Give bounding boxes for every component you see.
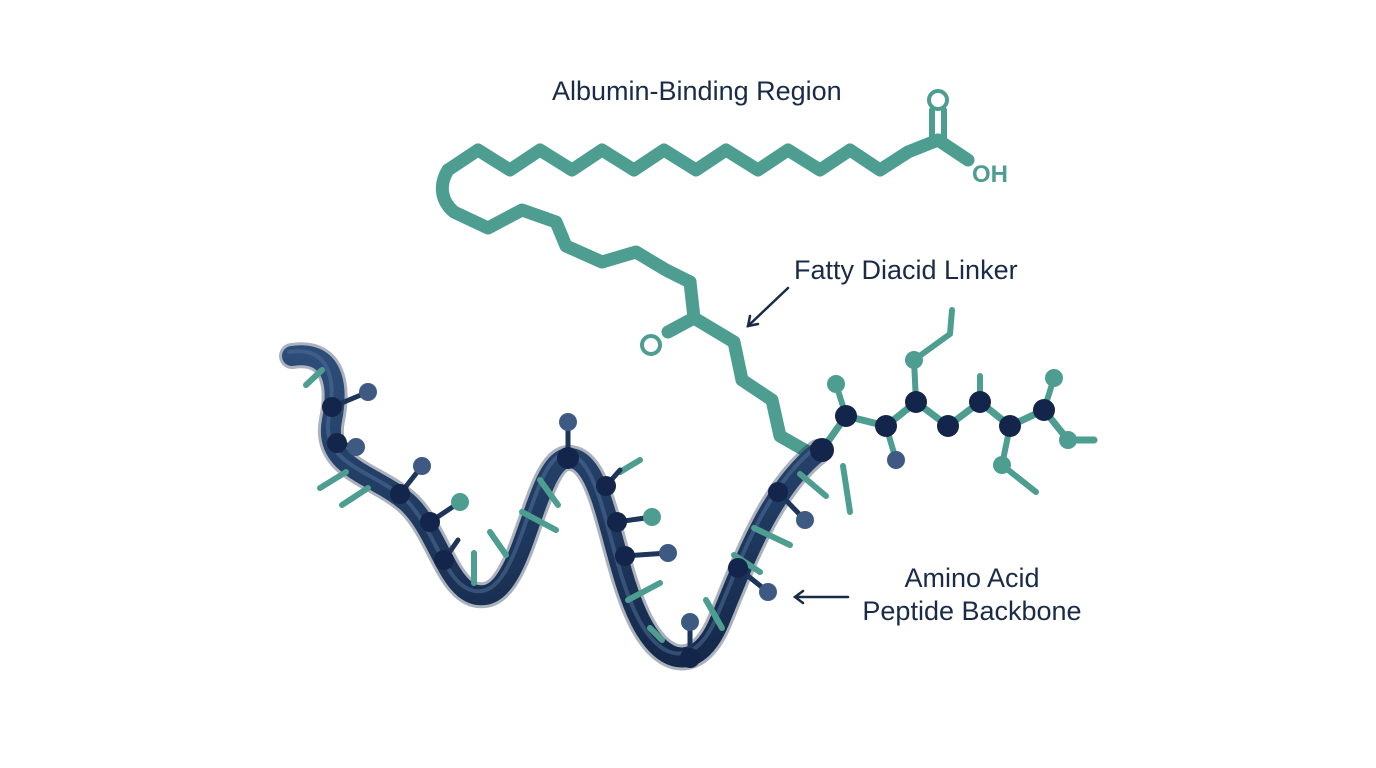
backbone-atom xyxy=(835,405,857,427)
side-atom xyxy=(413,457,431,475)
side-atom xyxy=(993,456,1011,474)
side-chain-dash xyxy=(647,625,665,643)
side-chain-dash xyxy=(731,552,763,575)
backbone-atom xyxy=(680,648,700,668)
fatty-linker-arrowhead xyxy=(746,314,760,328)
side-atom xyxy=(1045,369,1063,387)
side-atom xyxy=(559,413,577,431)
chain-lower-segment xyxy=(683,275,815,459)
branched-side-chain xyxy=(810,307,1098,495)
backbone-atom xyxy=(937,415,959,437)
backbone-arrowhead xyxy=(792,589,805,605)
side-chain-dash xyxy=(840,463,853,515)
side-atom xyxy=(681,613,699,631)
side-chain-dash xyxy=(703,597,725,631)
backbone-atom xyxy=(768,482,788,502)
backbone-atom xyxy=(322,397,342,417)
side-atom xyxy=(359,383,377,401)
side-chain-dash xyxy=(617,457,643,475)
side-atom xyxy=(1059,431,1077,449)
side-chain-dash xyxy=(487,529,509,558)
backbone-atom xyxy=(327,433,347,453)
side-chain-dash xyxy=(797,471,829,499)
ribbon-atoms xyxy=(322,383,814,668)
hydroxyl-label: OH xyxy=(972,161,1008,188)
side-atom xyxy=(643,508,661,526)
callout-arrows xyxy=(746,286,850,605)
backbone-atom xyxy=(434,550,454,570)
side-atom xyxy=(796,511,814,529)
side-atom xyxy=(887,451,905,469)
carbonyl-oxygen-ring xyxy=(640,334,662,356)
backbone-atom xyxy=(596,476,616,496)
albumin-binding-region-label: Albumin-Binding Region xyxy=(552,76,842,106)
backbone-atom xyxy=(905,391,927,413)
backbone-atom xyxy=(615,546,635,566)
acid-oxygen-ring xyxy=(927,89,949,111)
fatty-diacid-chain xyxy=(435,107,975,459)
amino-acid-label: Amino Acid xyxy=(904,563,1039,593)
side-chain-dash xyxy=(519,509,559,533)
side-chain-dash xyxy=(303,367,325,388)
side-atom xyxy=(827,375,845,393)
chain-curl xyxy=(435,163,697,289)
side-atom xyxy=(759,583,777,601)
backbone-atom xyxy=(875,415,897,437)
side-chain-dash xyxy=(625,580,663,603)
ribbon-shadow xyxy=(279,342,831,671)
backbone-atom xyxy=(607,512,627,532)
backbone-atom xyxy=(390,484,410,504)
side-atom xyxy=(347,438,365,456)
carbonyl-bond xyxy=(661,311,701,339)
side-atom xyxy=(451,493,469,511)
backbone-atom xyxy=(728,558,748,578)
ribbon-side-chains xyxy=(303,367,853,643)
fatty-linker-arrow xyxy=(746,286,790,328)
side-chain-dash xyxy=(339,485,371,508)
backbone-atom xyxy=(557,447,579,469)
backbone-atom xyxy=(969,391,991,413)
side-atom xyxy=(659,544,677,562)
backbone-atom xyxy=(810,438,834,462)
chain-top-segment xyxy=(441,133,945,177)
side-chain-dash xyxy=(317,469,349,491)
backbone-atom xyxy=(999,415,1021,437)
backbone-atom xyxy=(1033,399,1055,421)
backbone-atom xyxy=(420,512,440,532)
ribbon-main xyxy=(282,345,828,668)
fatty-diacid-linker-label: Fatty Diacid Linker xyxy=(794,255,1018,285)
side-chain-dash xyxy=(537,477,561,508)
acid-hydroxyl-bond xyxy=(931,133,975,167)
side-chain-bonds xyxy=(818,398,1098,454)
peptide-backbone-label: Peptide Backbone xyxy=(862,596,1081,626)
side-chain-dash xyxy=(751,525,793,548)
side-atom xyxy=(905,351,923,369)
